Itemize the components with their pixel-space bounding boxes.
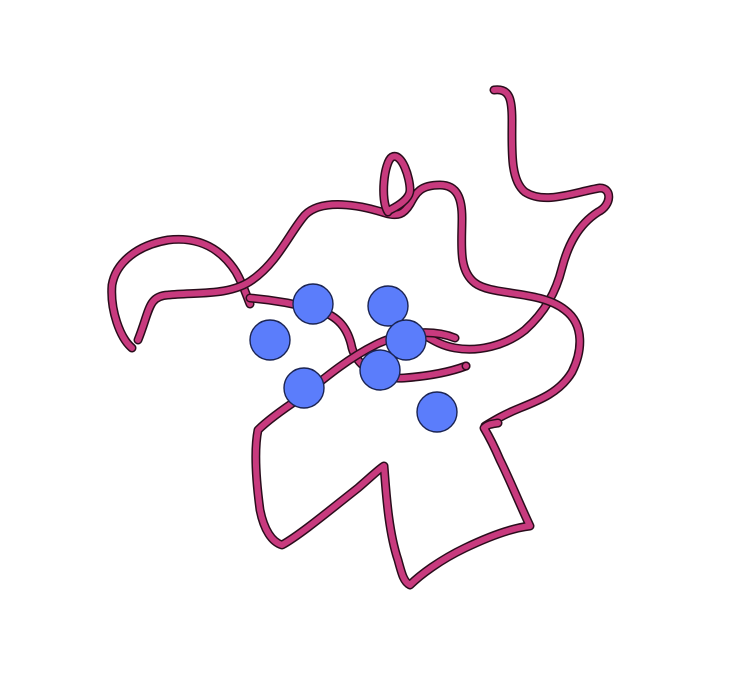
metal-ion-sphere — [292, 283, 334, 325]
backbone-segment — [401, 86, 612, 353]
metal-ion-cluster — [249, 283, 458, 433]
metal-ion-sphere — [385, 319, 427, 361]
backbone-segment — [380, 153, 413, 215]
metal-ion-sphere — [367, 285, 409, 327]
protein-backbone-chain — [107, 85, 614, 590]
metal-ion-sphere — [249, 319, 291, 361]
backbone-segment — [135, 182, 583, 429]
metal-ion-sphere — [283, 367, 325, 409]
backbone-segment — [108, 236, 253, 351]
metal-ion-sphere — [359, 349, 401, 391]
metal-ion-sphere — [416, 391, 458, 433]
backbone-segment — [252, 395, 533, 588]
